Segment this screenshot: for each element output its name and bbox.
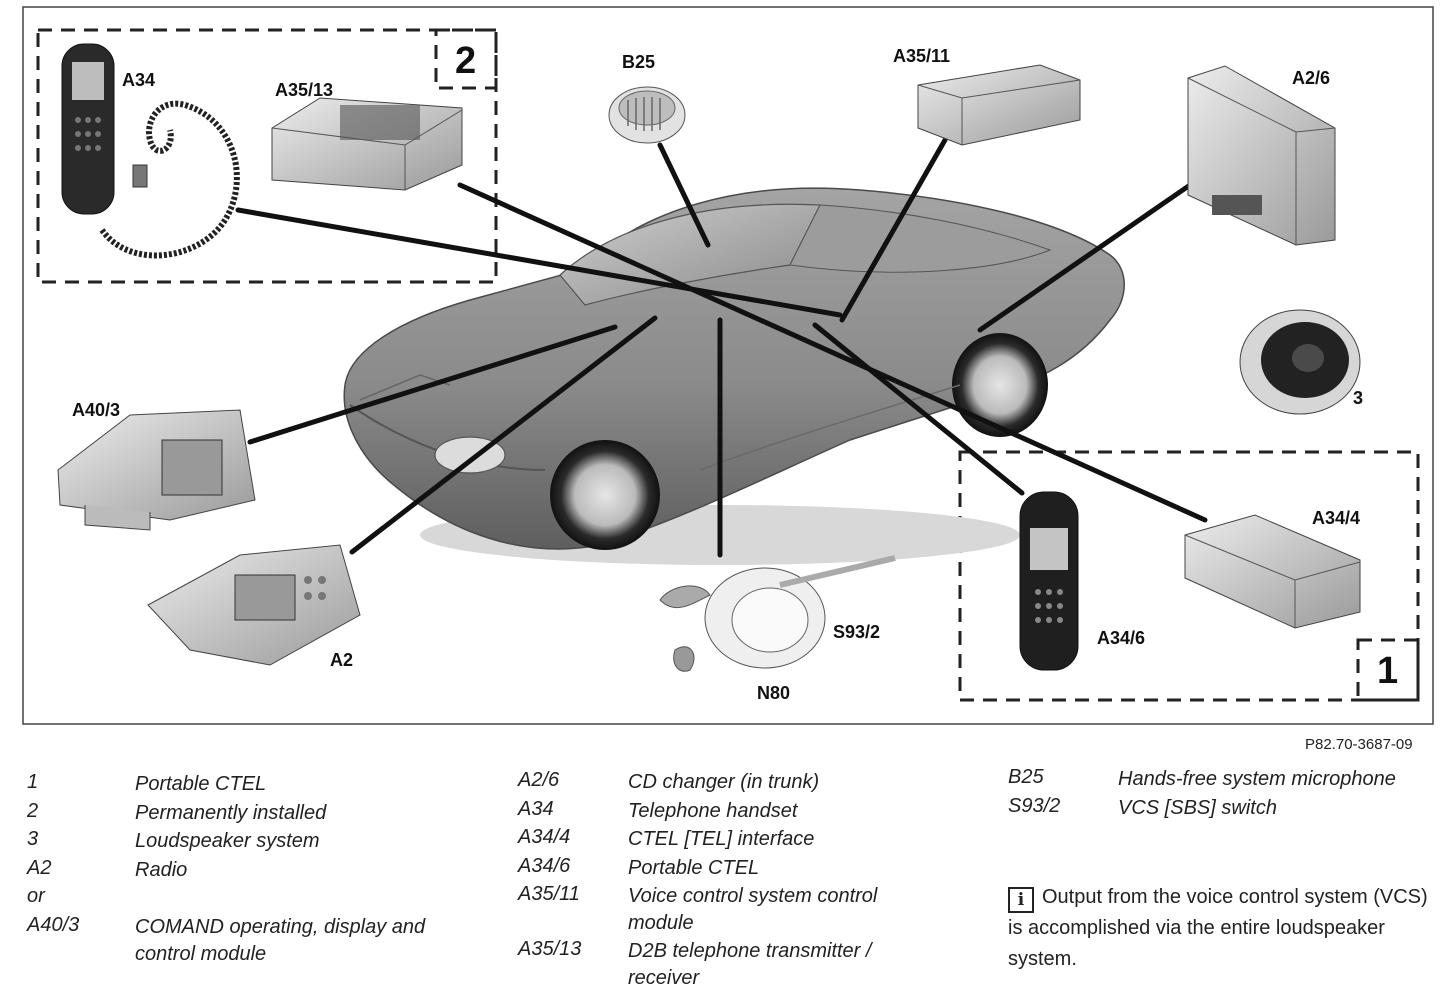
legend-code: 1 <box>27 771 39 793</box>
label-a34-6: A34/6 <box>1097 628 1146 648</box>
group-2-box <box>36 28 498 284</box>
label-3: 3 <box>1353 388 1364 408</box>
legend-code: A34 <box>518 797 554 820</box>
cd-changer-icon <box>1187 65 1336 246</box>
legend-desc: Hands-free system microphone <box>1118 768 1396 790</box>
legend-code: 2 <box>27 799 39 822</box>
legend-desc: Portable CTEL <box>135 773 267 795</box>
legend-desc: Permanently installed <box>135 801 327 824</box>
legend-desc: CD changer (in trunk) <box>628 771 820 793</box>
group-number-2: 2 <box>455 40 477 82</box>
legend-desc: Telephone handset <box>628 799 798 822</box>
ctel-interface-icon <box>1184 514 1361 629</box>
legend-desc: Loudspeaker system <box>135 830 320 852</box>
legend-desc: Voice control system control module <box>628 885 878 934</box>
microphone-icon <box>608 86 686 144</box>
mobile-phone-icon <box>1019 491 1079 671</box>
group-1-box <box>958 450 1420 702</box>
label-b25: B25 <box>622 52 656 72</box>
label-a34-4: A34/4 <box>1312 508 1361 528</box>
legend-desc: Portable CTEL <box>628 856 760 879</box>
legend-row: A35/13 D2B telephone transmitter / receiv… <box>518 938 988 993</box>
legend-desc: COMAND operating, display and control mo… <box>135 915 426 965</box>
figure-reference: P82.70-3687-09 <box>1305 736 1413 753</box>
label-n80: N80 <box>757 683 791 703</box>
legend-row: B25 Hands-free system microphone <box>1008 766 1438 795</box>
legend-code: A2 <box>27 856 52 879</box>
label-a34: A34 <box>122 70 156 90</box>
legend-code: A34/6 <box>518 854 571 877</box>
info-icon: i <box>1008 887 1034 913</box>
legend-column-3: B25 Hands-free system microphone S93/2 VCS… <box>1008 766 1438 823</box>
telephone-transceiver-icon <box>271 97 463 191</box>
label-a40-3: A40/3 <box>72 400 121 420</box>
legend-row: S93/2 VCS [SBS] switch <box>1008 795 1438 824</box>
label-s93-2: S93/2 <box>833 622 881 642</box>
label-a2: A2 <box>330 650 354 670</box>
legend-code: or <box>27 885 45 907</box>
legend-code: A40/3 <box>27 913 80 936</box>
legend-row: A34 Telephone handset <box>518 798 988 827</box>
legend-code: S93/2 <box>1008 794 1061 817</box>
legend-row: A2/6 CD changer (in trunk) <box>518 769 988 798</box>
steering-column-module-icon <box>659 555 896 672</box>
legend-desc: Radio <box>135 858 188 881</box>
label-a35-13: A35/13 <box>275 80 334 100</box>
label-a35-11: A35/11 <box>893 46 951 66</box>
voice-control-module-icon <box>917 64 1081 146</box>
telephone-handset-icon <box>61 43 240 259</box>
legend-row: A34/4 CTEL [TEL] interface <box>518 826 988 855</box>
leader-lines <box>235 137 1208 558</box>
comand-module-icon <box>57 409 256 531</box>
legend-desc: CTEL [TEL] interface <box>628 828 815 850</box>
legend-code: 3 <box>27 828 39 850</box>
loudspeaker-icon <box>1239 309 1361 415</box>
legend-column-1: 1 Portable CTEL 2 Permanently installed 3 L… <box>27 771 467 970</box>
legend-code: B25 <box>1008 766 1044 788</box>
legend-row: A2 Radio <box>27 857 467 886</box>
car-illustration <box>343 187 1125 565</box>
legend-column-2: A2/6 CD changer (in trunk) A34 Telephone h… <box>518 769 988 993</box>
legend-code: A35/13 <box>518 938 582 960</box>
legend-desc: VCS [SBS] switch <box>1118 796 1277 819</box>
legend-code: A34/4 <box>518 826 571 848</box>
diagram-frame <box>22 6 1434 725</box>
legend-code: A35/11 <box>518 883 580 905</box>
legend-code: A2/6 <box>518 769 560 791</box>
legend-row: A34/6 Portable CTEL <box>518 855 988 884</box>
radio-icon <box>147 544 361 666</box>
legend-row: 2 Permanently installed <box>27 800 467 829</box>
note-text: Output from the voice control system (VC… <box>1008 886 1428 970</box>
group-number-1: 1 <box>1377 650 1399 692</box>
legend-row: 1 Portable CTEL <box>27 771 467 800</box>
legend-row: or <box>27 885 467 914</box>
legend-row: A35/11 Voice control system control modul… <box>518 883 988 938</box>
legend-row: A40/3 COMAND operating, display and contr… <box>27 914 467 970</box>
legend-row: 3 Loudspeaker system <box>27 828 467 857</box>
legend-desc: D2B telephone transmitter / receiver <box>628 940 872 989</box>
label-a2-6: A2/6 <box>1292 68 1331 88</box>
